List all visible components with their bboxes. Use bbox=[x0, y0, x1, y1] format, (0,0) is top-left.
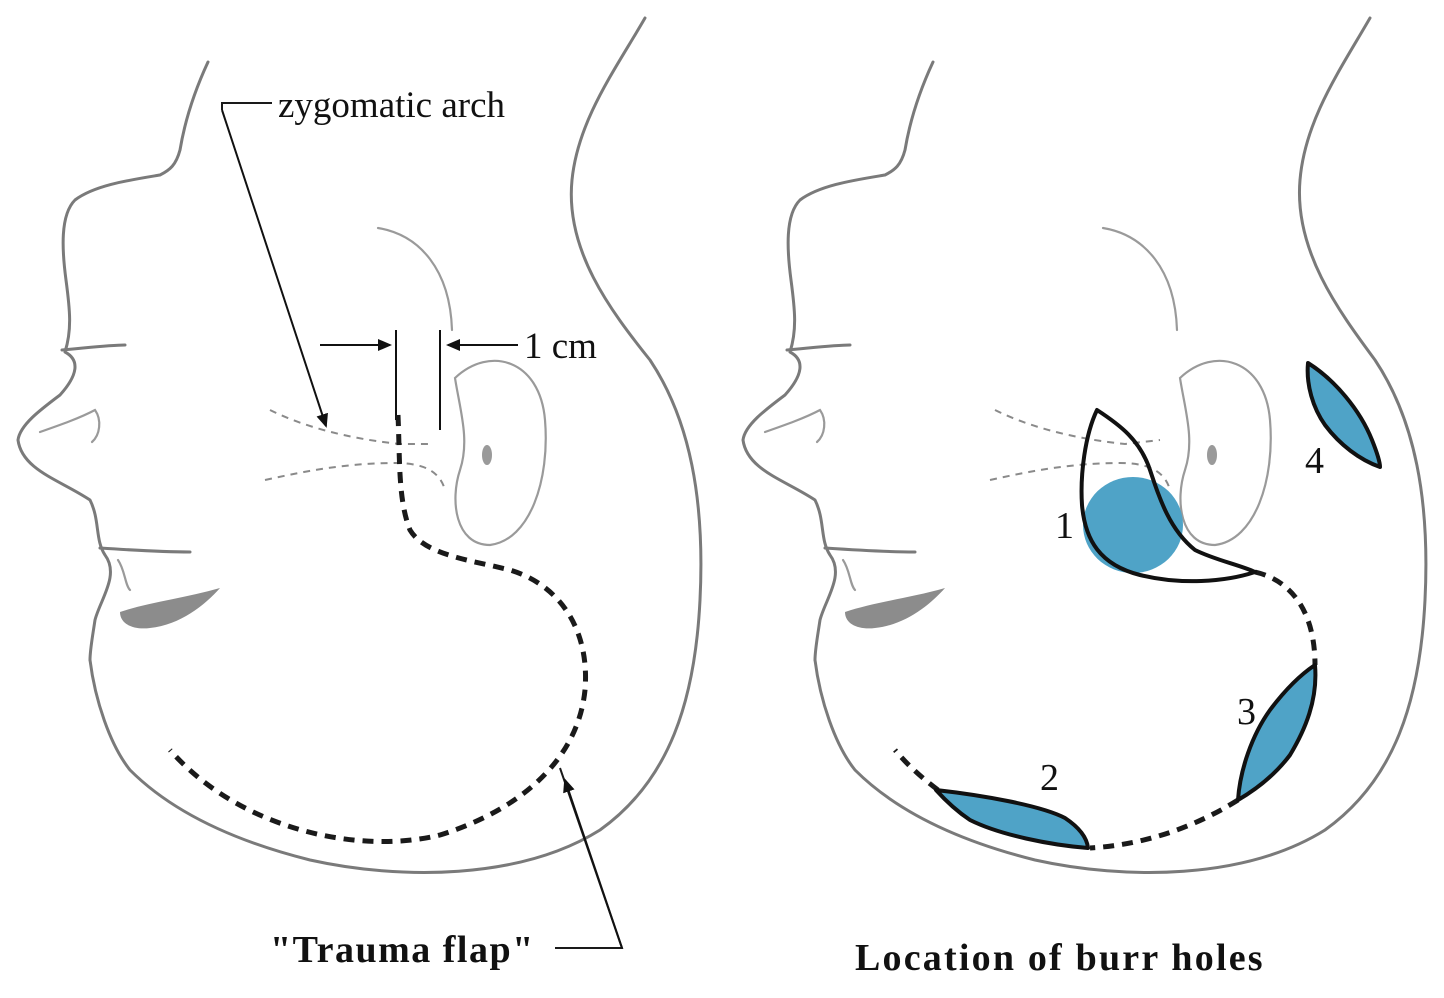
burr-holes-title: Location of burr holes bbox=[855, 937, 1265, 979]
burr-hole-4-outline bbox=[1305, 361, 1382, 469]
trauma-flap-incision bbox=[168, 414, 589, 845]
burr-hole-2-number: 2 bbox=[1040, 757, 1059, 799]
zygomatic-arch-pointer-line bbox=[221, 102, 272, 110]
left-face-profile bbox=[16, 60, 210, 662]
right-flap-segment-1-3 bbox=[1254, 569, 1318, 666]
right-ear-top-curve bbox=[1101, 226, 1179, 332]
burr-hole-4-number: 4 bbox=[1305, 440, 1324, 482]
left-ear-outline bbox=[453, 359, 547, 547]
left-nose-detail bbox=[38, 408, 101, 444]
right-chin-detail bbox=[841, 558, 857, 592]
right-face-profile bbox=[741, 60, 935, 662]
burr-hole-1-number: 1 bbox=[1055, 505, 1074, 547]
left-head-illustration bbox=[16, 16, 703, 949]
left-head-back-outline bbox=[88, 16, 703, 874]
zygomatic-arch-pointer-arrow bbox=[221, 109, 328, 428]
burr-hole-3-number: 3 bbox=[1237, 691, 1256, 733]
right-head-back-outline bbox=[813, 16, 1428, 874]
right-ear-outline bbox=[1178, 359, 1272, 547]
burr-hole-3 bbox=[1236, 663, 1318, 802]
left-zygomatic-arch-lower bbox=[264, 461, 446, 491]
left-zygomatic-arch-upper bbox=[269, 409, 430, 445]
left-mouth-line bbox=[98, 546, 192, 554]
right-zygomatic-arch-lower bbox=[989, 461, 1171, 491]
left-eye-line bbox=[60, 343, 127, 352]
right-flap-segment-3-2 bbox=[1089, 797, 1240, 851]
right-flap-segment-2-start bbox=[893, 748, 940, 792]
left-lip-shadow bbox=[120, 588, 220, 629]
zygomatic-arch-label: zygomatic arch bbox=[278, 85, 506, 126]
left-chin-detail bbox=[116, 558, 132, 592]
right-head-illustration bbox=[741, 16, 1428, 874]
right-lip-shadow bbox=[845, 588, 945, 629]
left-ear-top-curve bbox=[376, 226, 454, 332]
left-ear-canal bbox=[482, 445, 492, 465]
burr-hole-1 bbox=[1079, 408, 1257, 584]
right-ear-canal bbox=[1207, 445, 1217, 465]
burr-hole-2-outline bbox=[934, 788, 1090, 850]
burr-hole-1-outline bbox=[1079, 408, 1257, 584]
burr-hole-3-outline bbox=[1236, 663, 1318, 802]
trauma-flap-pointer-arrow bbox=[563, 778, 623, 949]
burr-hole-2 bbox=[934, 788, 1090, 850]
right-eye-line bbox=[785, 343, 852, 352]
right-nose-detail bbox=[763, 408, 826, 444]
measure-label: 1 cm bbox=[524, 326, 597, 367]
right-zygomatic-arch-upper bbox=[994, 409, 1161, 446]
trauma-flap-label: "Trauma flap" bbox=[270, 929, 535, 971]
burr-hole-4 bbox=[1305, 361, 1382, 469]
right-mouth-line bbox=[823, 546, 917, 554]
